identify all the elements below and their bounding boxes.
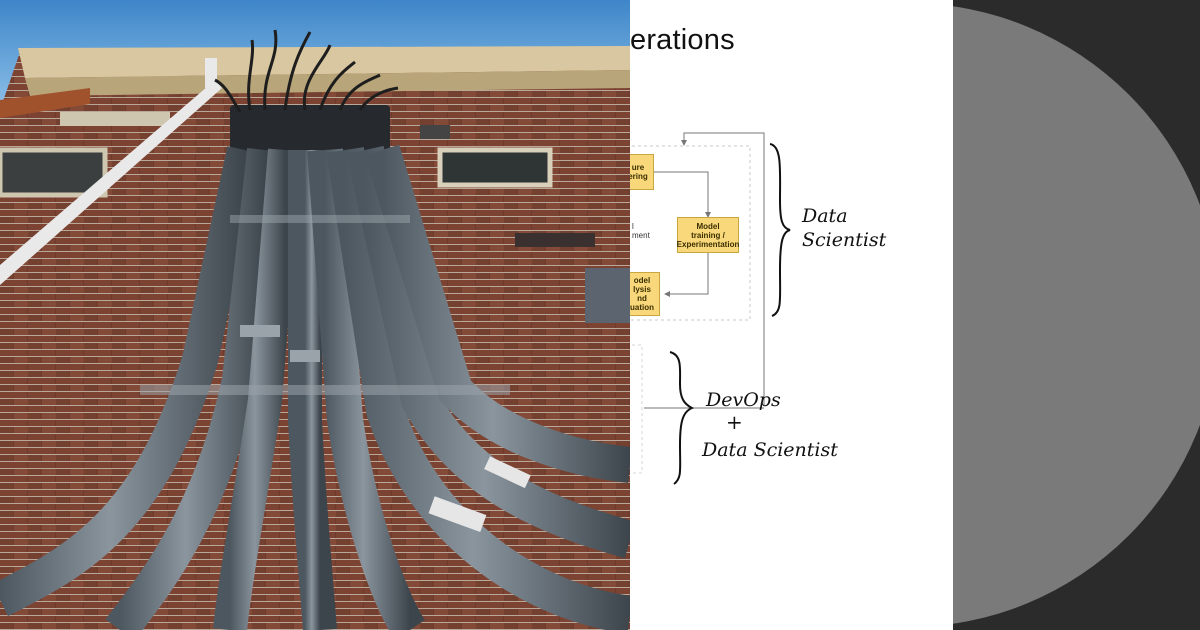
side-text: l ment [632, 222, 650, 240]
dark-decorative-panel [953, 0, 1200, 630]
model-analysis-box: odel lysis nd uation [630, 272, 660, 316]
workflow-connectors [630, 132, 791, 485]
pipes-illustration [0, 0, 630, 630]
building-pipes-photo [0, 0, 630, 630]
devops-annotation: DevOps [706, 389, 781, 411]
data-scientist-annotation: Data Scientist [802, 205, 887, 251]
plus-annotation: + [726, 410, 743, 434]
diagram-slide: erations ure ering Model training / Expe… [630, 0, 953, 630]
slide-title: erations [630, 24, 735, 56]
model-training-box: Model training / Experimentation [677, 217, 739, 253]
brace-devops [669, 351, 695, 485]
devops-data-scientist-annotation: Data Scientist [702, 439, 838, 461]
feature-engineering-box: ure ering [630, 154, 654, 190]
grey-circle-shape [953, 6, 1200, 624]
brace-data-scientist [769, 143, 791, 317]
